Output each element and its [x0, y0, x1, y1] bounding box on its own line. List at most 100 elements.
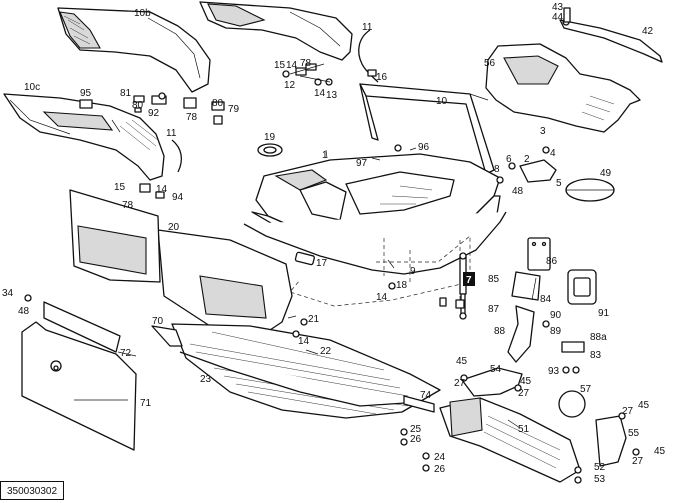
callout-15-lower: 15 — [114, 182, 126, 193]
callout-20: 20 — [168, 222, 180, 233]
callout-95: 95 — [80, 88, 92, 99]
callout-17: 17 — [316, 258, 328, 269]
callout-87: 87 — [488, 304, 500, 315]
panel-20 — [69, 189, 293, 335]
callout-2: 2 — [524, 154, 530, 165]
callout-13: 13 — [326, 90, 338, 101]
callout-10c: 10c — [24, 82, 40, 93]
side-panel-10b — [57, 7, 211, 93]
callout-88: 88 — [494, 326, 506, 337]
callout-53: 53 — [594, 474, 606, 485]
callout-5: 5 — [556, 178, 562, 189]
callout-8: 8 — [494, 164, 500, 175]
callout-70: 70 — [152, 316, 164, 327]
callout-10: 10 — [436, 96, 448, 107]
rear-panel-71-72 — [21, 301, 137, 451]
callout-44: 44 — [552, 12, 564, 23]
callout-94: 94 — [172, 192, 184, 203]
callout-97: 97 — [356, 158, 368, 169]
callout-92: 92 — [148, 108, 160, 119]
callout-27-c: 27 — [622, 406, 634, 417]
callout-90: 90 — [550, 310, 562, 321]
callout-27-a: 27 — [454, 378, 466, 389]
callout-labels: 10b 10c 11 11 15 14 78 12 14 13 16 95 81… — [2, 2, 666, 485]
floor-panel-22-23 — [171, 323, 441, 419]
drawing-number: 350030302 — [0, 481, 64, 500]
callout-88a: 88a — [590, 332, 607, 343]
callout-85: 85 — [488, 274, 500, 285]
callout-45-b: 45 — [520, 376, 532, 387]
hardware-84-91 — [507, 237, 597, 374]
bracket-2-6 — [496, 146, 557, 184]
callout-25: 25 — [410, 424, 422, 435]
callout-80-right: 80 — [212, 98, 224, 109]
callout-45-c: 45 — [638, 400, 650, 411]
callout-9: 9 — [410, 266, 416, 277]
grommet-19 — [257, 143, 283, 157]
callout-27-d: 27 — [632, 456, 644, 467]
callout-52: 52 — [594, 462, 606, 473]
callout-3: 3 — [540, 126, 546, 137]
callout-18: 18 — [396, 280, 408, 291]
callout-89: 89 — [550, 326, 562, 337]
callout-80-left: 80 — [132, 100, 144, 111]
callout-6: 6 — [506, 154, 512, 165]
callout-42: 42 — [642, 26, 654, 37]
small-parts-78-95 — [79, 95, 225, 199]
callout-45-a: 45 — [456, 356, 468, 367]
fasteners — [24, 92, 640, 484]
bracket-42 — [559, 7, 663, 63]
callout-19: 19 — [264, 132, 276, 143]
callout-48-upper: 48 — [512, 186, 524, 197]
callout-34: 34 — [2, 288, 14, 299]
leader-lines — [74, 119, 537, 429]
callout-48-left: 48 — [18, 306, 30, 317]
callout-84: 84 — [540, 294, 552, 305]
callout-14-upper: 14 — [286, 60, 298, 71]
callout-1: 1 — [322, 150, 328, 161]
callout-7-box: 7 — [463, 272, 475, 286]
strip-17 — [294, 251, 315, 266]
bar-70 — [151, 325, 183, 347]
clamp-11 — [171, 29, 379, 173]
callout-71: 71 — [140, 398, 152, 409]
callout-14-mid: 14 — [314, 88, 326, 99]
cap-49 — [565, 178, 615, 202]
cap-57 — [558, 390, 586, 418]
callout-21: 21 — [308, 314, 320, 325]
callout-28: 26 — [434, 464, 446, 475]
callout-14-floor: 14 — [298, 336, 310, 347]
callout-79: 79 — [228, 104, 240, 115]
callout-10b: 10b — [134, 8, 151, 19]
cover-56 — [485, 43, 641, 133]
callout-24: 24 — [434, 452, 446, 463]
hardware-12-16 — [282, 63, 377, 86]
callout-56: 56 — [484, 58, 496, 69]
callout-54: 54 — [490, 364, 502, 375]
callout-57: 57 — [580, 384, 592, 395]
main-tub-1 — [243, 153, 507, 275]
callout-12: 12 — [284, 80, 296, 91]
callout-49: 49 — [600, 168, 612, 179]
callout-83: 83 — [590, 350, 602, 361]
callout-27-b: 27 — [518, 388, 530, 399]
side-panel-upper-middle — [199, 1, 353, 61]
callout-11-upper: 11 — [362, 22, 373, 33]
callout-26: 26 — [410, 434, 422, 445]
callout-23: 23 — [200, 374, 212, 385]
callout-45-d: 45 — [654, 446, 666, 457]
callout-16: 16 — [376, 72, 388, 83]
frame-10 — [359, 83, 495, 175]
callout-91: 91 — [598, 308, 610, 319]
callout-15-upper: 15 — [274, 60, 286, 71]
bracket-55 — [595, 415, 627, 467]
callout-14-lower: 14 — [156, 184, 168, 195]
callout-14-ctr: 14 — [376, 292, 388, 303]
bar-74 — [403, 395, 435, 413]
callout-96: 96 — [418, 142, 430, 153]
crossbeam-51 — [439, 397, 581, 483]
callout-11-lower: 11 — [166, 128, 177, 139]
callout-78-upper: 78 — [300, 58, 312, 69]
callout-22: 22 — [320, 346, 332, 357]
callout-93: 93 — [548, 366, 560, 377]
